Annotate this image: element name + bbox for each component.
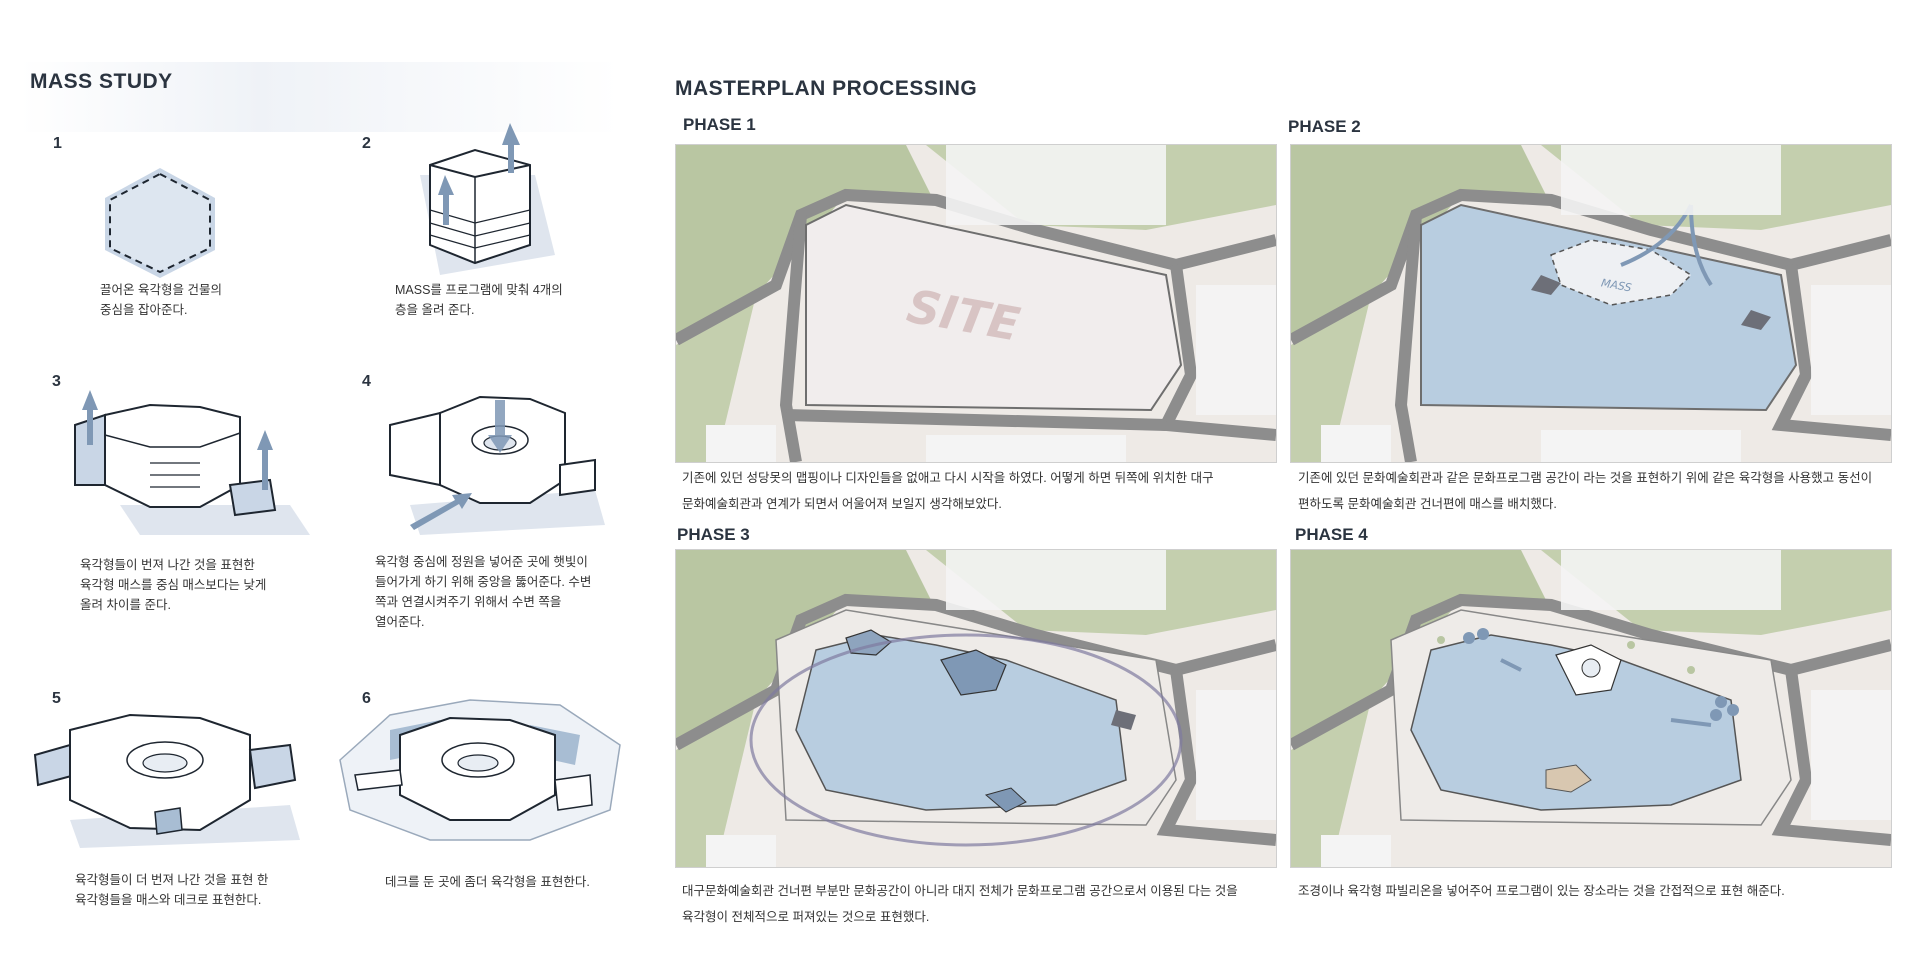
phase-1-caption: 기존에 있던 성당못의 맵핑이나 디자인들을 없애고 다시 시작을 하였다. 어… <box>682 471 1214 511</box>
phase-4-map <box>1290 549 1892 868</box>
step-2-number: 2 <box>362 135 371 152</box>
step-4-number: 4 <box>362 373 371 390</box>
phase-3-caption: 대구문화예술회관 건너편 부분만 문화공간이 아니라 대지 전체가 문화프로그램… <box>682 884 1238 924</box>
step-5-number: 5 <box>52 690 61 707</box>
step-6-number: 6 <box>362 690 371 707</box>
phase-3-map <box>675 549 1277 868</box>
title-glow <box>20 62 620 132</box>
phase-2-map: MASS <box>1290 144 1892 463</box>
phase-1-map: SITE <box>675 144 1277 463</box>
phase-2-caption: 기존에 있던 문화예술회관과 같은 문화프로그램 공간이 라는 것을 표현하기 … <box>1298 471 1873 511</box>
phase-2-label: PHASE 2 <box>1288 117 1361 136</box>
step-3-diagram <box>74 390 310 535</box>
phase-1-label: PHASE 1 <box>683 115 756 134</box>
step-3-number: 3 <box>52 373 61 390</box>
phase-2-mass-text: MASS <box>1600 276 1632 294</box>
step-4-diagram <box>389 395 605 535</box>
step-1-number: 1 <box>53 135 62 152</box>
mass-study-title: MASS STUDY <box>30 70 173 93</box>
phase-4-caption: 조경이나 육각형 파빌리온을 넣어주어 프로그램이 있는 장소라는 것을 간접적… <box>1298 884 1785 898</box>
step-6-caption: 데크를 둔 곳에 좀더 육각형을 표현한다. <box>385 875 590 889</box>
phase-3-label: PHASE 3 <box>677 525 750 544</box>
masterplan-title: MASTERPLAN PROCESSING <box>675 77 978 100</box>
step-5-diagram <box>33 713 300 848</box>
step-6-diagram <box>339 699 621 841</box>
step-1-diagram <box>105 168 215 278</box>
step-2-diagram <box>420 123 555 275</box>
phase-4-label: PHASE 4 <box>1295 525 1368 544</box>
